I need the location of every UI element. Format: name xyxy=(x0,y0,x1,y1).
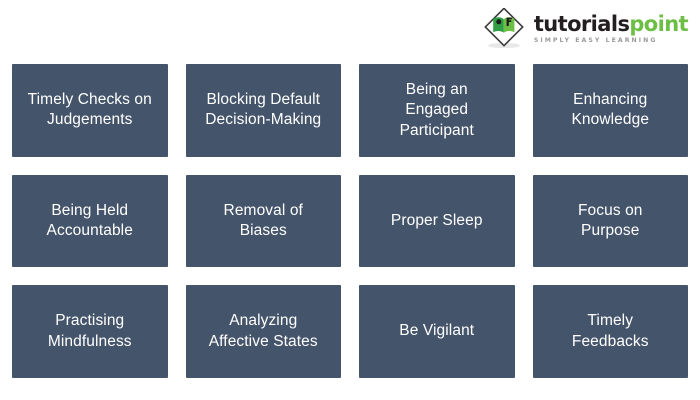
page-header: tutorialspoint SIMPLY EASY LEARNING xyxy=(0,0,700,58)
card-removal-of-biases: Removal of Biases xyxy=(185,174,341,268)
card-label: Enhancing Knowledge xyxy=(571,90,650,129)
logo-text: tutorialspoint SIMPLY EASY LEARNING xyxy=(533,11,689,44)
card-timely-checks-on-judgements: Timely Checks on Judgements xyxy=(12,64,168,157)
card-being-held-accountable: Being Held Accountable xyxy=(12,174,168,268)
card-grid: Timely Checks on Judgements Blocking Def… xyxy=(12,64,688,378)
logo-word-tutorials: tutorials xyxy=(533,11,630,36)
card-blocking-default-decision-making: Blocking Default Decision-Making xyxy=(185,64,341,157)
card-label: Blocking Default Decision-Making xyxy=(205,90,322,129)
card-label: Focus on Purpose xyxy=(577,201,643,239)
card-label: Be Vigilant xyxy=(399,322,475,340)
card-proper-sleep: Proper Sleep xyxy=(359,174,515,268)
card-timely-feedbacks: Timely Feedbacks xyxy=(532,285,688,378)
card-enhancing-knowledge: Enhancing Knowledge xyxy=(532,64,688,157)
card-practising-mindfulness: Practising Mindfulness xyxy=(12,285,168,378)
card-label: Timely Checks on Judgements xyxy=(27,90,152,129)
card-be-vigilant: Be Vigilant xyxy=(359,285,515,378)
logo-word-point: point xyxy=(629,11,688,36)
tutorialspoint-diamond-book-logo-icon xyxy=(482,7,526,50)
card-label: Being Held Accountable xyxy=(46,201,133,239)
card-label: Proper Sleep xyxy=(390,211,483,229)
logo-tagline: SIMPLY EASY LEARNING xyxy=(533,36,658,44)
card-label: Being an Engaged Participant xyxy=(399,80,474,139)
card-being-an-engaged-participant: Being an Engaged Participant xyxy=(359,64,515,157)
card-focus-on-purpose: Focus on Purpose xyxy=(532,174,688,268)
card-label: Timely Feedbacks xyxy=(571,312,649,350)
card-label: Analyzing Affective States xyxy=(208,312,318,350)
tutorialspoint-logo: tutorialspoint SIMPLY EASY LEARNING xyxy=(482,7,689,50)
card-label: Practising Mindfulness xyxy=(47,312,132,350)
card-analyzing-affective-states: Analyzing Affective States xyxy=(185,285,341,378)
card-label: Removal of Biases xyxy=(223,201,303,239)
